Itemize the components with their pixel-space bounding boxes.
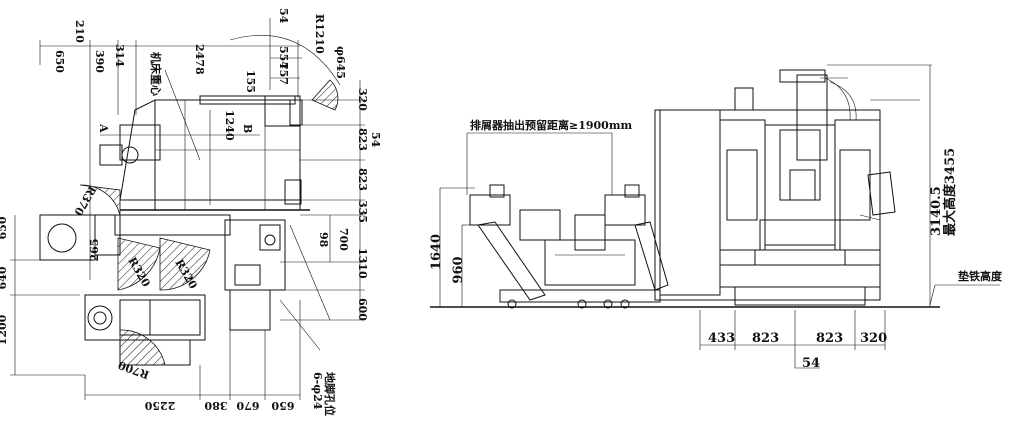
dim-bottom-433: 433 [708,331,735,346]
dim-right-320: 320 [356,88,369,111]
dim-height-960: 960 [451,256,466,283]
dim-top-314: 314 [113,44,126,67]
label-holes-name: 地脚孔位 [323,372,337,416]
dim-right-823a: 823 [356,128,369,151]
dim-inner-1240: 1240 [223,110,236,141]
dim-bottom-650: 650 [271,399,294,412]
dim-inner-r370: R370 [71,184,98,219]
dim-height-1640: 1640 [429,234,444,270]
dim-height-max: 最大高度3455 [942,148,958,236]
side-view: 排屑器抽出预留距离≥1900mm 1640 960 [429,64,1003,371]
label-holes-count: 6-φ24 [311,372,324,410]
dim-top-650: 650 [53,50,66,73]
dim-left-650: 650 [0,216,9,239]
dim-top-r1210: R1210 [313,14,326,54]
dim-right-700: 700 [337,228,350,251]
dim-right-98: 98 [317,232,330,248]
dim-top-54: 54 [277,8,290,24]
dim-top-554: 554 [277,46,290,69]
dim-height-3140: 3140.5 [929,186,944,236]
dim-top-2478: 2478 [193,44,206,75]
dim-bottom-670: 670 [236,399,259,412]
dim-top-phi645: φ645 [334,46,347,79]
dim-bottom-54: 54 [802,356,820,371]
dim-top-155: 155 [244,70,257,93]
label-center-of-gravity: 机床重心 [149,52,163,96]
dim-top-210: 210 [73,20,86,43]
plan-view: 210 650 390 314 2478 54 554 757 155 R121… [0,8,382,416]
dim-top-390: 390 [93,50,106,73]
dim-bottom-320: 320 [860,331,887,346]
chip-extraction-note: 排屑器抽出预留距离≥1900mm [470,118,632,132]
dim-bottom-823a: 823 [752,331,779,346]
dim-bottom-2250: 2250 [144,399,175,412]
dim-bottom-380: 380 [204,399,227,412]
dim-right-54: 54 [369,132,382,148]
dim-bottom-823b: 823 [816,331,843,346]
dim-right-600: 600 [356,298,369,321]
dim-left-640: 640 [0,266,9,289]
shim-height-label: 垫铁高度 [958,269,1003,283]
label-point-a: A [97,123,110,133]
dim-left-265: 265 [88,239,101,262]
dim-right-335: 335 [356,200,369,223]
label-point-b: B [241,124,254,133]
dim-top-757: 757 [277,62,290,85]
dim-right-1310: 1310 [356,248,369,279]
dim-right-823b: 823 [356,168,369,191]
dim-left-1200: 1200 [0,314,9,345]
